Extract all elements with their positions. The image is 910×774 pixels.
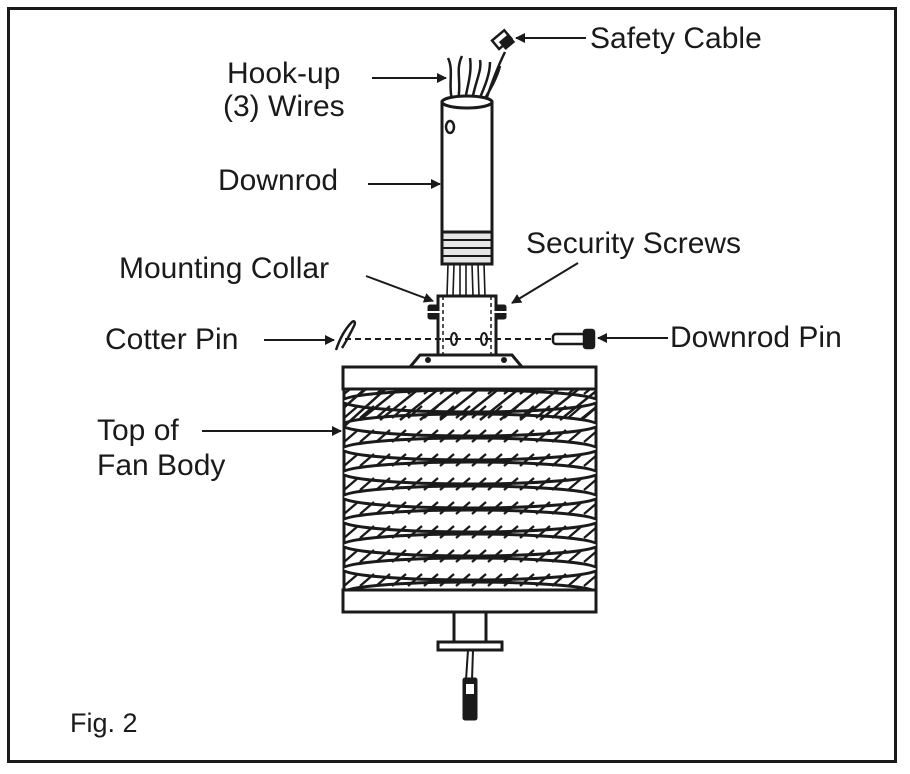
label-downrod: Downrod bbox=[218, 164, 339, 197]
fan-body-rope bbox=[342, 387, 598, 592]
label-hookup-line1: Hook-up bbox=[227, 57, 341, 90]
figure-frame bbox=[7, 7, 897, 763]
label-mounting-collar: Mounting Collar bbox=[119, 252, 330, 285]
downrod-tube bbox=[440, 94, 494, 266]
fan-top-plate bbox=[406, 353, 526, 369]
label-cotter-pin: Cotter Pin bbox=[105, 323, 239, 356]
bottom-hub bbox=[436, 610, 504, 652]
leader-mounting-collar bbox=[365, 275, 434, 303]
downrod-pin bbox=[551, 328, 596, 350]
security-screws bbox=[426, 304, 508, 320]
fan-body-top-flange bbox=[341, 365, 598, 391]
leader-security-screws bbox=[511, 262, 579, 304]
wires-through-collar bbox=[446, 263, 486, 297]
cotter-pin bbox=[334, 319, 357, 351]
label-downrod-pin: Downrod Pin bbox=[670, 321, 842, 354]
safety-cable-clip bbox=[484, 28, 516, 101]
label-safety-cable: Safety Cable bbox=[590, 22, 762, 55]
fan-body-bottom-flange bbox=[341, 588, 598, 614]
figure-caption: Fig. 2 bbox=[70, 708, 138, 738]
mounting-collar bbox=[436, 294, 498, 358]
label-fan-body-line2: Fan Body bbox=[97, 449, 226, 482]
bottom-wire-plug bbox=[462, 649, 478, 721]
label-security-screws: Security Screws bbox=[526, 227, 742, 260]
label-hookup-line2: (3) Wires bbox=[223, 90, 345, 123]
hookup-wires bbox=[446, 55, 502, 101]
leader-lines bbox=[202, 33, 668, 436]
label-fan-body-line1: Top of bbox=[97, 414, 179, 447]
